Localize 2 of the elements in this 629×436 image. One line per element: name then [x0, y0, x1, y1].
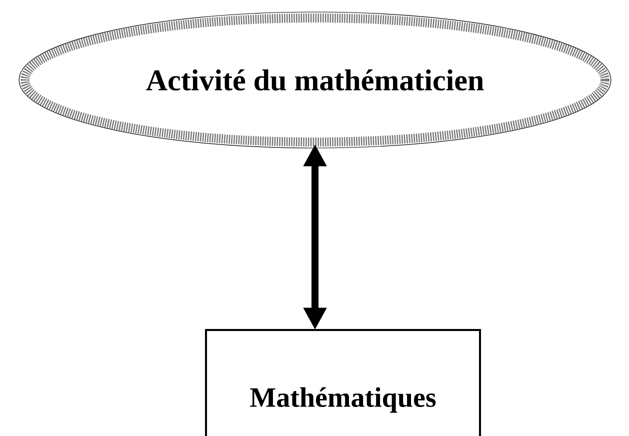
process-box: Mathématiques: [205, 329, 481, 436]
ellipse-node: Activité du mathématicien: [18, 12, 612, 148]
